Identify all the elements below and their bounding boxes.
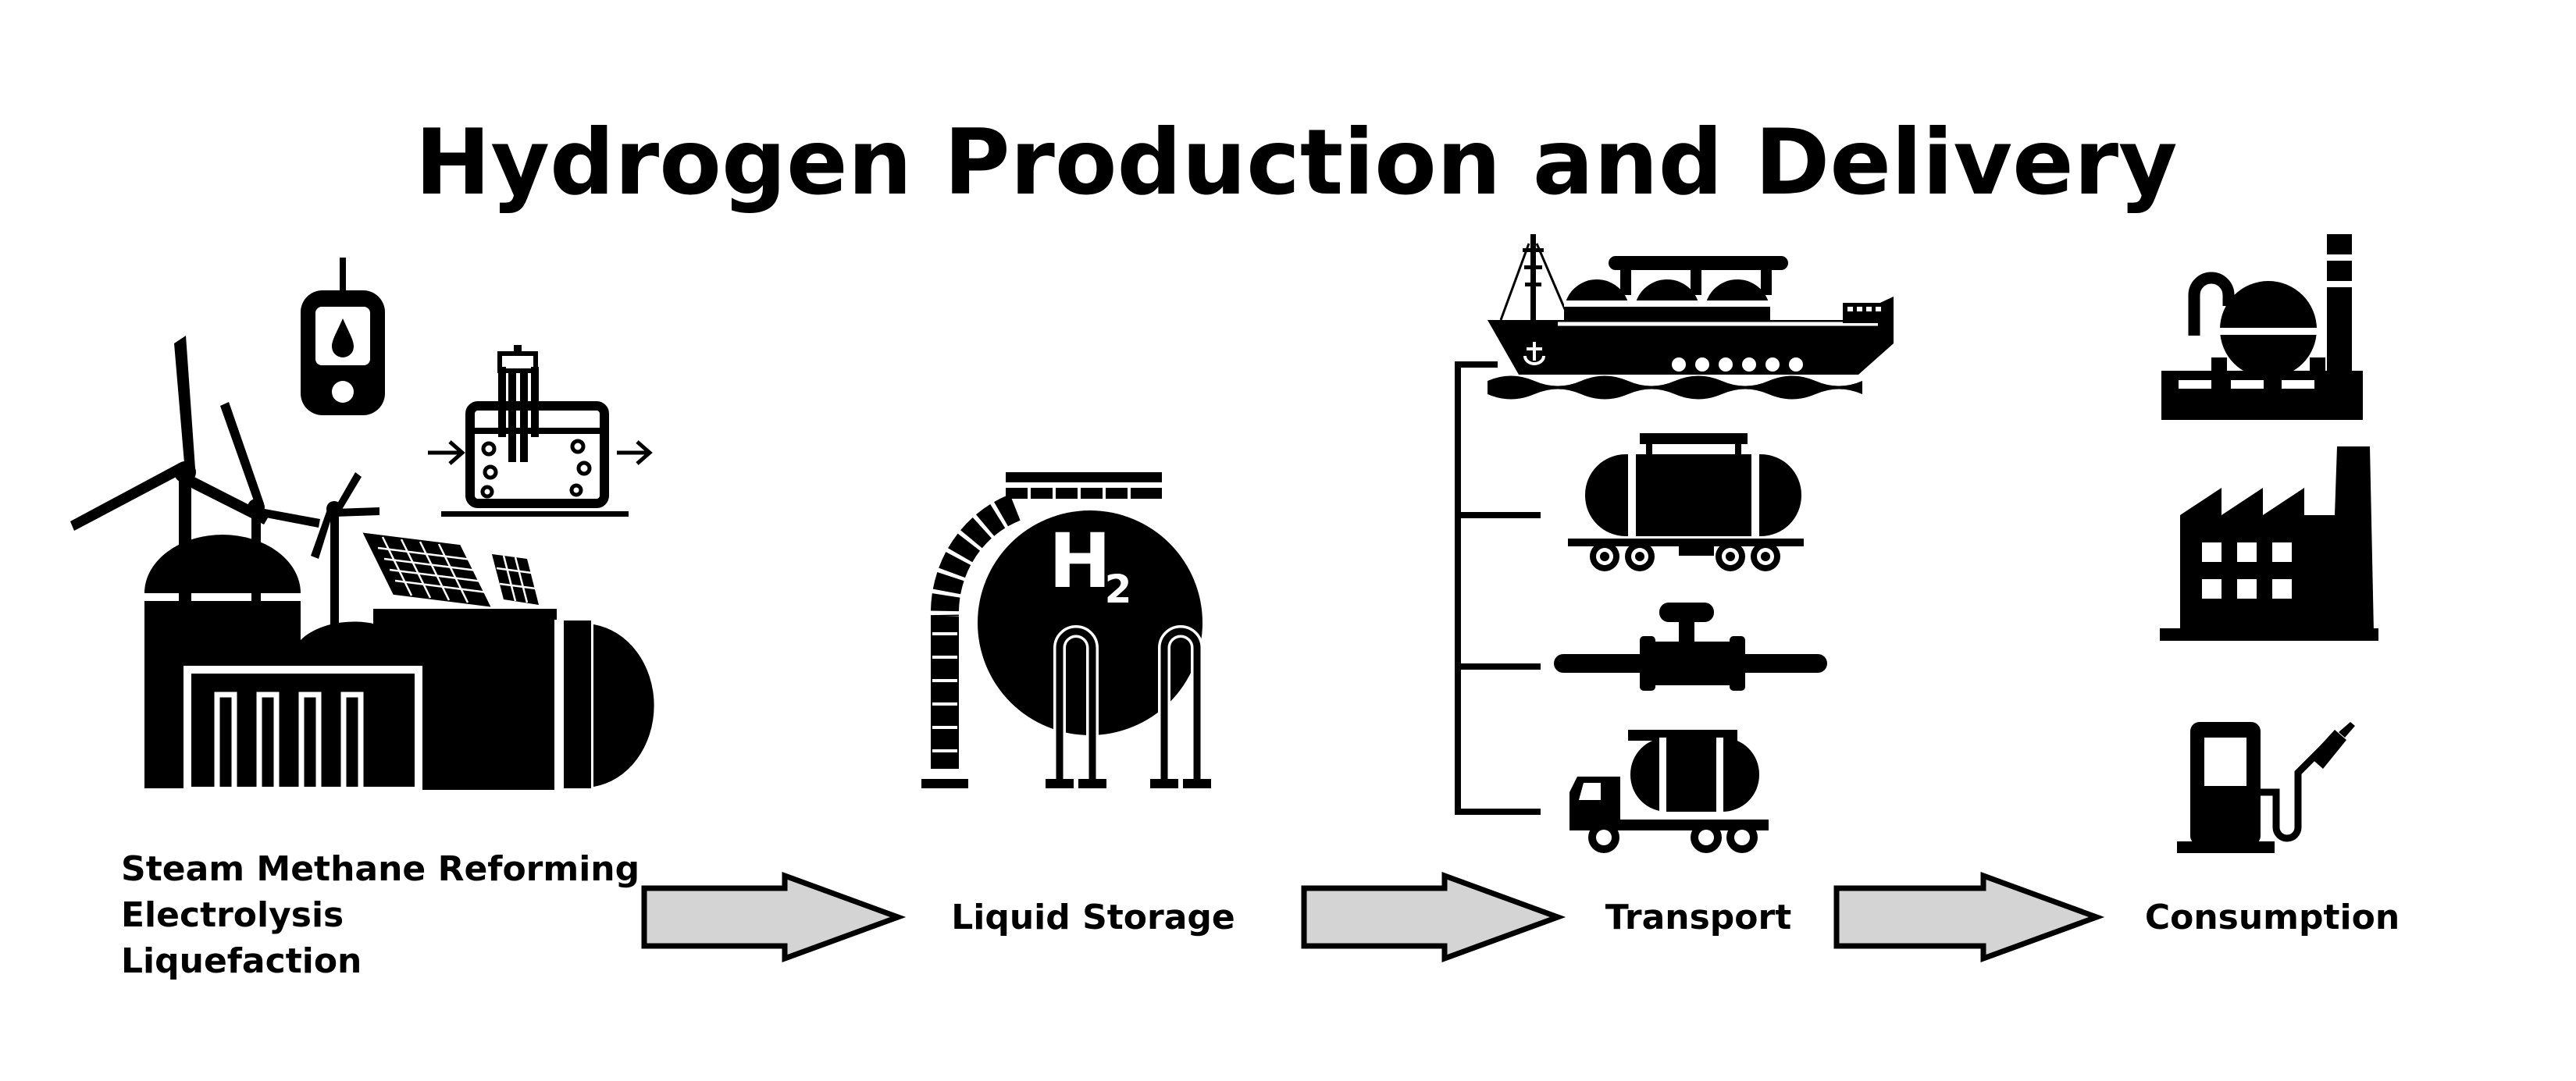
consumption-group: Consumption bbox=[2145, 234, 2400, 937]
refinery-icon bbox=[2161, 234, 2363, 420]
production-line-2: Electrolysis bbox=[121, 895, 344, 935]
consumption-label: Consumption bbox=[2145, 898, 2400, 937]
solar-panel-icon bbox=[362, 532, 539, 607]
electrolyzer-icon bbox=[428, 345, 653, 517]
production-group: Steam Methane Reforming Electrolysis Liq… bbox=[70, 258, 654, 981]
storage-label: Liquid Storage bbox=[951, 898, 1235, 937]
hydrogen-storage-tank-icon: H 2 bbox=[921, 472, 1211, 788]
tanker-ship-icon bbox=[1488, 234, 1894, 400]
wind-turbine-icon bbox=[70, 336, 379, 636]
factory-icon bbox=[2160, 446, 2378, 641]
storage-group: H 2 Liquid Storage bbox=[921, 472, 1235, 937]
water-meter-icon bbox=[301, 258, 385, 415]
diagram-title: Hydrogen Production and Delivery bbox=[415, 110, 2177, 215]
flow-arrow-1 bbox=[641, 871, 907, 963]
fuel-pump-icon bbox=[2177, 722, 2355, 853]
flow-arrow-2 bbox=[1301, 871, 1566, 963]
h2-subscript: 2 bbox=[1105, 567, 1132, 612]
production-line-3: Liquefaction bbox=[121, 941, 362, 981]
transport-group: Transport bbox=[1455, 234, 1894, 937]
rail-tank-car-icon bbox=[1568, 433, 1804, 571]
flow-arrow-3 bbox=[1833, 871, 2105, 963]
reformer-plant-icon bbox=[144, 535, 654, 795]
pipeline-valve-icon bbox=[1554, 603, 1827, 691]
transport-label: Transport bbox=[1605, 898, 1792, 937]
tanker-truck-icon bbox=[1569, 730, 1769, 853]
h2-symbol: H bbox=[1049, 517, 1111, 605]
transport-branch-bracket bbox=[1455, 361, 1541, 815]
production-line-1: Steam Methane Reforming bbox=[121, 849, 640, 889]
